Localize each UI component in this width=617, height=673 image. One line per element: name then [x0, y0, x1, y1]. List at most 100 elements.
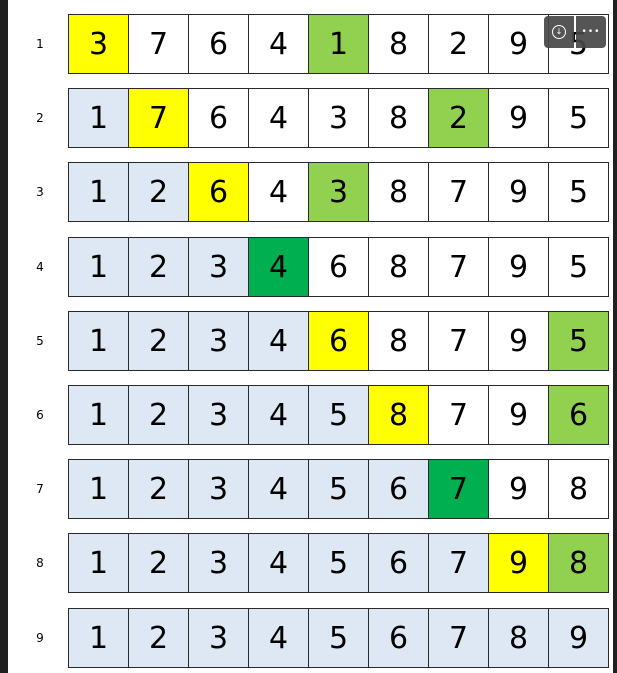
array-cell: 5 [549, 237, 609, 297]
array-cell: 3 [189, 459, 249, 519]
array-cell: 4 [249, 14, 309, 74]
array-cell: 7 [429, 533, 489, 593]
array-cell: 1 [69, 88, 129, 148]
array-cell: 8 [369, 385, 429, 445]
array-cell: 3 [309, 88, 369, 148]
step-number: 3 [36, 185, 44, 199]
more-options-icon: ••• [581, 27, 601, 37]
step-number: 1 [36, 37, 44, 51]
array-cell: 3 [69, 14, 129, 74]
array-cell: 4 [249, 162, 309, 222]
array-cell: 6 [309, 311, 369, 371]
array-cell: 5 [309, 459, 369, 519]
array-cell: 1 [309, 14, 369, 74]
array-cell: 2 [129, 533, 189, 593]
more-options-button[interactable]: ••• [576, 16, 606, 48]
download-glyph: ↓ [555, 27, 563, 36]
array-cell: 7 [129, 14, 189, 74]
array-cell: 8 [369, 311, 429, 371]
array-cell: 9 [489, 311, 549, 371]
download-circle-icon: ↓ [552, 25, 566, 39]
step-number: 9 [36, 631, 44, 645]
array-cell: 2 [129, 385, 189, 445]
array-cell: 5 [549, 311, 609, 371]
step-number: 4 [36, 260, 44, 274]
array-cell: 2 [129, 459, 189, 519]
array-cell: 1 [69, 162, 129, 222]
array-cell: 9 [489, 533, 549, 593]
step-number: 8 [36, 556, 44, 570]
array-cell: 3 [309, 162, 369, 222]
array-cell: 2 [429, 88, 489, 148]
array-cells: 376418295 [68, 14, 609, 74]
array-cell: 9 [489, 162, 549, 222]
array-cell: 6 [309, 237, 369, 297]
array-cell: 8 [369, 14, 429, 74]
array-cell: 6 [369, 459, 429, 519]
array-cell: 7 [429, 459, 489, 519]
array-cell: 1 [69, 533, 129, 593]
array-cell: 6 [369, 533, 429, 593]
array-cell: 2 [429, 14, 489, 74]
array-cell: 7 [429, 608, 489, 668]
array-cell: 4 [249, 311, 309, 371]
array-cell: 8 [549, 459, 609, 519]
array-cell: 5 [549, 88, 609, 148]
array-cell: 2 [129, 237, 189, 297]
array-cell: 6 [189, 88, 249, 148]
array-cell: 8 [549, 533, 609, 593]
step-number: 5 [36, 334, 44, 348]
download-button[interactable]: ↓ [544, 16, 574, 48]
array-cell: 5 [309, 385, 369, 445]
array-cell: 4 [249, 385, 309, 445]
array-cell: 9 [549, 608, 609, 668]
array-cell: 6 [189, 162, 249, 222]
step-number: 6 [36, 408, 44, 422]
array-cell: 9 [489, 459, 549, 519]
array-cell: 7 [429, 311, 489, 371]
array-cell: 4 [249, 88, 309, 148]
step-row: 1376418295 [8, 14, 613, 74]
array-cell: 4 [249, 533, 309, 593]
array-cell: 1 [69, 311, 129, 371]
array-cell: 2 [129, 608, 189, 668]
array-cell: 3 [189, 533, 249, 593]
array-cell: 5 [549, 162, 609, 222]
array-cell: 2 [129, 162, 189, 222]
array-cell: 3 [189, 608, 249, 668]
array-cell: 9 [489, 237, 549, 297]
array-cell: 7 [129, 88, 189, 148]
array-cell: 8 [369, 162, 429, 222]
array-cell: 6 [369, 608, 429, 668]
array-cell: 7 [429, 162, 489, 222]
array-cell: 5 [309, 533, 369, 593]
sort-diagram: 1376418295217643829531264387954123468795… [8, 0, 613, 673]
array-cell: 9 [489, 14, 549, 74]
array-cell: 4 [249, 237, 309, 297]
array-cell: 7 [429, 385, 489, 445]
array-cell: 3 [189, 237, 249, 297]
step-number: 2 [36, 111, 44, 125]
array-cell: 9 [489, 88, 549, 148]
array-cell: 5 [309, 608, 369, 668]
array-cell: 1 [69, 459, 129, 519]
array-cell: 2 [129, 311, 189, 371]
array-cell: 3 [189, 385, 249, 445]
array-cell: 8 [369, 237, 429, 297]
array-cell: 3 [189, 311, 249, 371]
